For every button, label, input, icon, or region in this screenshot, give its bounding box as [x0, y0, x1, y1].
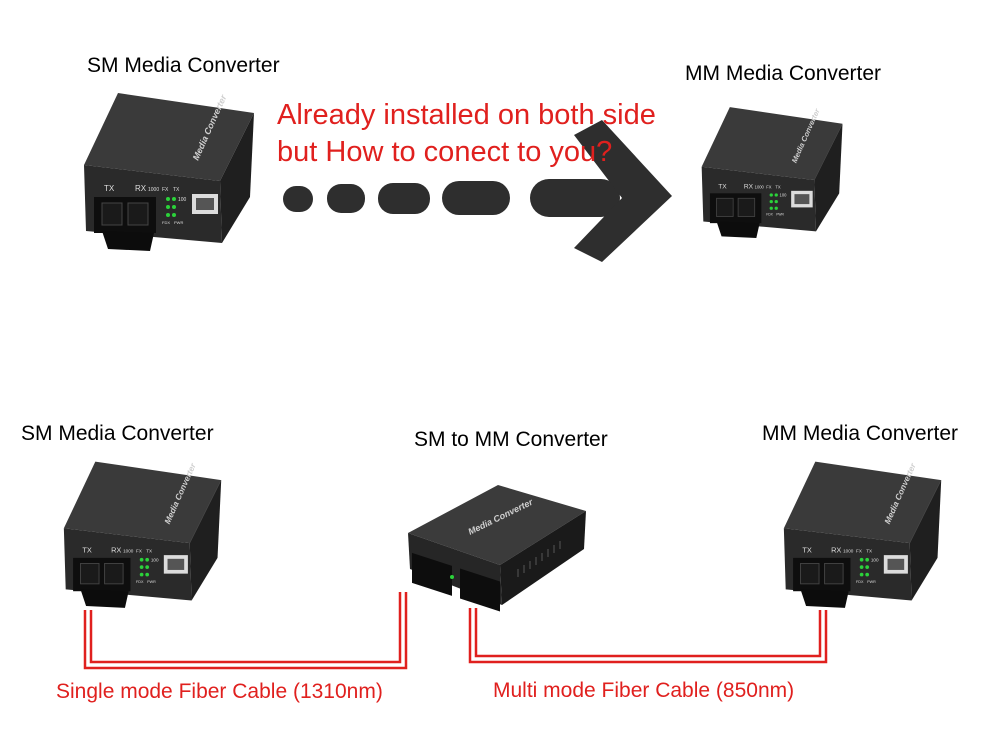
multi-mode-cable-label: Multi mode Fiber Cable (850nm) — [493, 679, 795, 702]
arrow-dash-4 — [442, 181, 510, 215]
multi-mode-cable — [468, 608, 828, 664]
port-rx-label: RX — [135, 184, 147, 193]
led-fx-label: FX — [136, 548, 142, 553]
status-leds — [166, 197, 176, 217]
sm-to-mm-converter: Media Converter — [408, 485, 586, 612]
mm-media-converter-bottom: Media Converter TX RX 1000 FX TX 100 FDX… — [783, 461, 942, 608]
arrow-dash-2 — [327, 184, 365, 213]
single-mode-cable-label: Single mode Fiber Cable (1310nm) — [56, 680, 383, 703]
label-bottom-center: SM to MM Converter — [414, 428, 608, 451]
label-top-right: MM Media Converter — [685, 62, 882, 85]
label-bottom-right: MM Media Converter — [762, 422, 959, 445]
led-100-label: 100 — [151, 558, 159, 563]
status-led — [450, 575, 454, 579]
speed-label: 1000 — [843, 548, 854, 553]
label-bottom-left: SM Media Converter — [21, 422, 214, 445]
led-fx-label: FX — [856, 548, 862, 553]
port-tx-label: TX — [718, 183, 727, 190]
speed-label: 1000 — [755, 184, 765, 189]
status-leds — [859, 557, 870, 577]
led-fdx-label: FDX — [856, 580, 864, 584]
port-rx-label: RX — [744, 183, 754, 190]
led-tx-label: TX — [173, 187, 180, 193]
led-tx-label: TX — [146, 548, 152, 553]
mm-fiber-port — [460, 568, 500, 612]
sm-fiber-port — [412, 552, 452, 596]
led-tx-label: TX — [866, 548, 872, 553]
speed-label: 1000 — [123, 548, 134, 553]
led-pwr-label: PWR — [776, 213, 784, 217]
led-pwr-label: PWR — [174, 220, 183, 225]
arrow-dash-3 — [378, 183, 430, 214]
led-fx-label: FX — [162, 187, 169, 193]
led-pwr-label: PWR — [147, 580, 156, 584]
connection-arrow — [283, 120, 672, 262]
sm-media-converter-bottom: Media Converter TX RX 1000 FX TX 100 FDX… — [63, 461, 222, 608]
status-leds — [139, 557, 150, 577]
status-leds — [769, 193, 778, 210]
arrow-shaft — [530, 179, 620, 217]
port-rx-label: RX — [831, 545, 841, 554]
led-pwr-label: PWR — [867, 580, 876, 584]
callout-line-1: Already installed on both side — [277, 99, 656, 131]
sm-media-converter-top: Media Converter TX RX 1000 FX TX 100 FDX… — [84, 93, 254, 251]
port-tx-label: TX — [104, 184, 115, 193]
arrow-dash-1 — [283, 186, 313, 212]
led-tx-label: TX — [775, 184, 781, 189]
callout-line-2: but How to conect to you? — [277, 136, 613, 168]
led-fdx-label: FDX — [136, 580, 144, 584]
port-tx-label: TX — [82, 545, 92, 554]
arrow-head — [574, 120, 672, 262]
speed-label: 1000 — [148, 187, 159, 193]
led-fx-label: FX — [766, 184, 772, 189]
led-fdx-label: FDX — [162, 220, 170, 225]
port-tx-label: TX — [802, 545, 812, 554]
label-top-left: SM Media Converter — [87, 54, 280, 77]
led-100-label: 100 — [178, 197, 187, 203]
single-mode-cable — [83, 592, 408, 670]
led-fdx-label: FDX — [766, 213, 773, 217]
led-100-label: 100 — [871, 558, 879, 563]
mm-media-converter-top: Media Converter TX RX 1000 FX TX 100 FDX… — [701, 106, 843, 239]
led-100-label: 100 — [780, 193, 788, 198]
vent-slots — [517, 541, 561, 577]
port-rx-label: RX — [111, 545, 121, 554]
